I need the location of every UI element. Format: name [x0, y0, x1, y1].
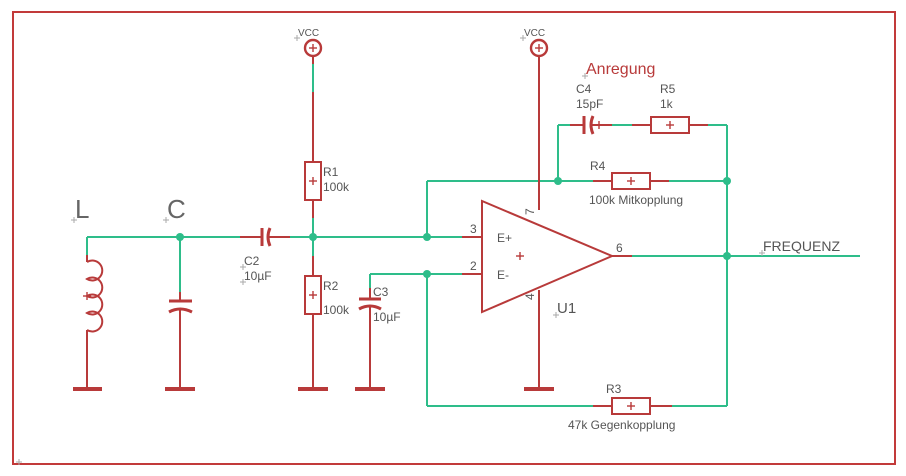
capacitor-c-label: C: [167, 194, 186, 224]
capacitor-c2[interactable]: [240, 227, 290, 247]
vcc-label-2: VCC: [524, 28, 545, 39]
c4-name: C4: [576, 82, 592, 96]
resistor-r2[interactable]: [304, 256, 322, 388]
r4-name: R4: [590, 159, 606, 173]
r3-value: 47k Gegenkopplung: [568, 418, 675, 432]
anregung-label: Anregung: [586, 61, 655, 78]
capacitor-c[interactable]: [168, 292, 193, 388]
c3-name: C3: [373, 285, 389, 299]
c2-value: 10µF: [244, 269, 272, 283]
r4-value: 100k Mitkopplung: [589, 193, 683, 207]
pin-7-label: 7: [523, 208, 537, 215]
pin-3-label: 3: [470, 222, 477, 236]
opamp-input-minus: E-: [497, 268, 509, 282]
vcc-supply-2: [529, 38, 549, 210]
capacitor-c3[interactable]: [358, 288, 382, 388]
c3-value: 10µF: [373, 310, 401, 324]
junction-dot: [423, 233, 431, 241]
opamp-u1[interactable]: [462, 199, 632, 388]
junction-dot: [723, 177, 731, 185]
resistor-r4[interactable]: [593, 172, 669, 190]
r5-name: R5: [660, 82, 676, 96]
junction-dot: [176, 233, 184, 241]
r2-value: 100k: [323, 303, 350, 317]
junction-dot: [723, 252, 731, 260]
resistor-r5[interactable]: [632, 116, 708, 134]
resistor-r1[interactable]: [304, 92, 322, 218]
r5-value: 1k: [660, 97, 674, 111]
junctions: [176, 177, 731, 278]
capacitor-c4[interactable]: [570, 115, 612, 135]
junction-dot: [423, 270, 431, 278]
r1-value: 100k: [323, 180, 350, 194]
vcc-label-1: VCC: [298, 28, 319, 39]
c2-name: C2: [244, 254, 260, 268]
opamp-input-plus: E+: [497, 231, 512, 245]
junction-dot: [554, 177, 562, 185]
r2-name: R2: [323, 279, 339, 293]
resistor-r3[interactable]: [593, 397, 672, 415]
r1-name: R1: [323, 165, 339, 179]
vcc-supply-1: [303, 38, 323, 64]
c4-value: 15pF: [576, 97, 603, 111]
inductor-l[interactable]: [83, 255, 104, 388]
sheet-frame: [12, 11, 896, 465]
pin-2-label: 2: [470, 259, 477, 273]
u1-name: U1: [557, 300, 576, 317]
pin-4-label: 4: [523, 293, 537, 300]
pin-6-label: 6: [616, 241, 623, 255]
inductor-label: L: [75, 194, 89, 224]
junction-dot: [309, 233, 317, 241]
r3-name: R3: [606, 382, 622, 396]
net-label-frequenz: FREQUENZ: [763, 238, 840, 254]
